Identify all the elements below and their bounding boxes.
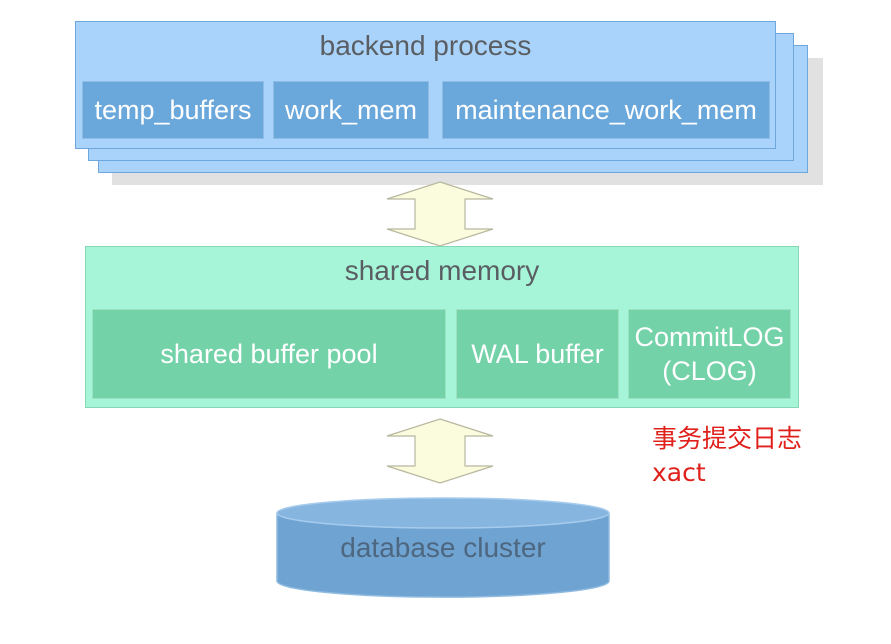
temp-buffers-box: temp_buffers bbox=[82, 81, 264, 139]
backend-process: backend process temp_buffers work_mem ma… bbox=[75, 21, 776, 149]
work-mem-box: work_mem bbox=[273, 81, 429, 139]
shared-memory: shared memory shared buffer pool WAL buf… bbox=[85, 246, 799, 408]
annotation-xact: xact bbox=[652, 458, 706, 487]
shared-buffer-pool-box: shared buffer pool bbox=[92, 309, 446, 399]
database-cluster-cylinder bbox=[276, 497, 610, 598]
commitlog-box: CommitLOG (CLOG) bbox=[628, 309, 791, 399]
database-cluster-label: database cluster bbox=[340, 532, 546, 563]
double-arrow-upper bbox=[386, 181, 494, 247]
shared-memory-title: shared memory bbox=[344, 255, 540, 286]
wal-buffer-box: WAL buffer bbox=[456, 309, 619, 399]
annotation-xact-cn: 事务提交日志 bbox=[652, 424, 803, 453]
backend-process-title: backend process bbox=[319, 30, 532, 61]
maintenance-work-mem-box: maintenance_work_mem bbox=[442, 81, 770, 139]
double-arrow-lower bbox=[386, 418, 494, 484]
